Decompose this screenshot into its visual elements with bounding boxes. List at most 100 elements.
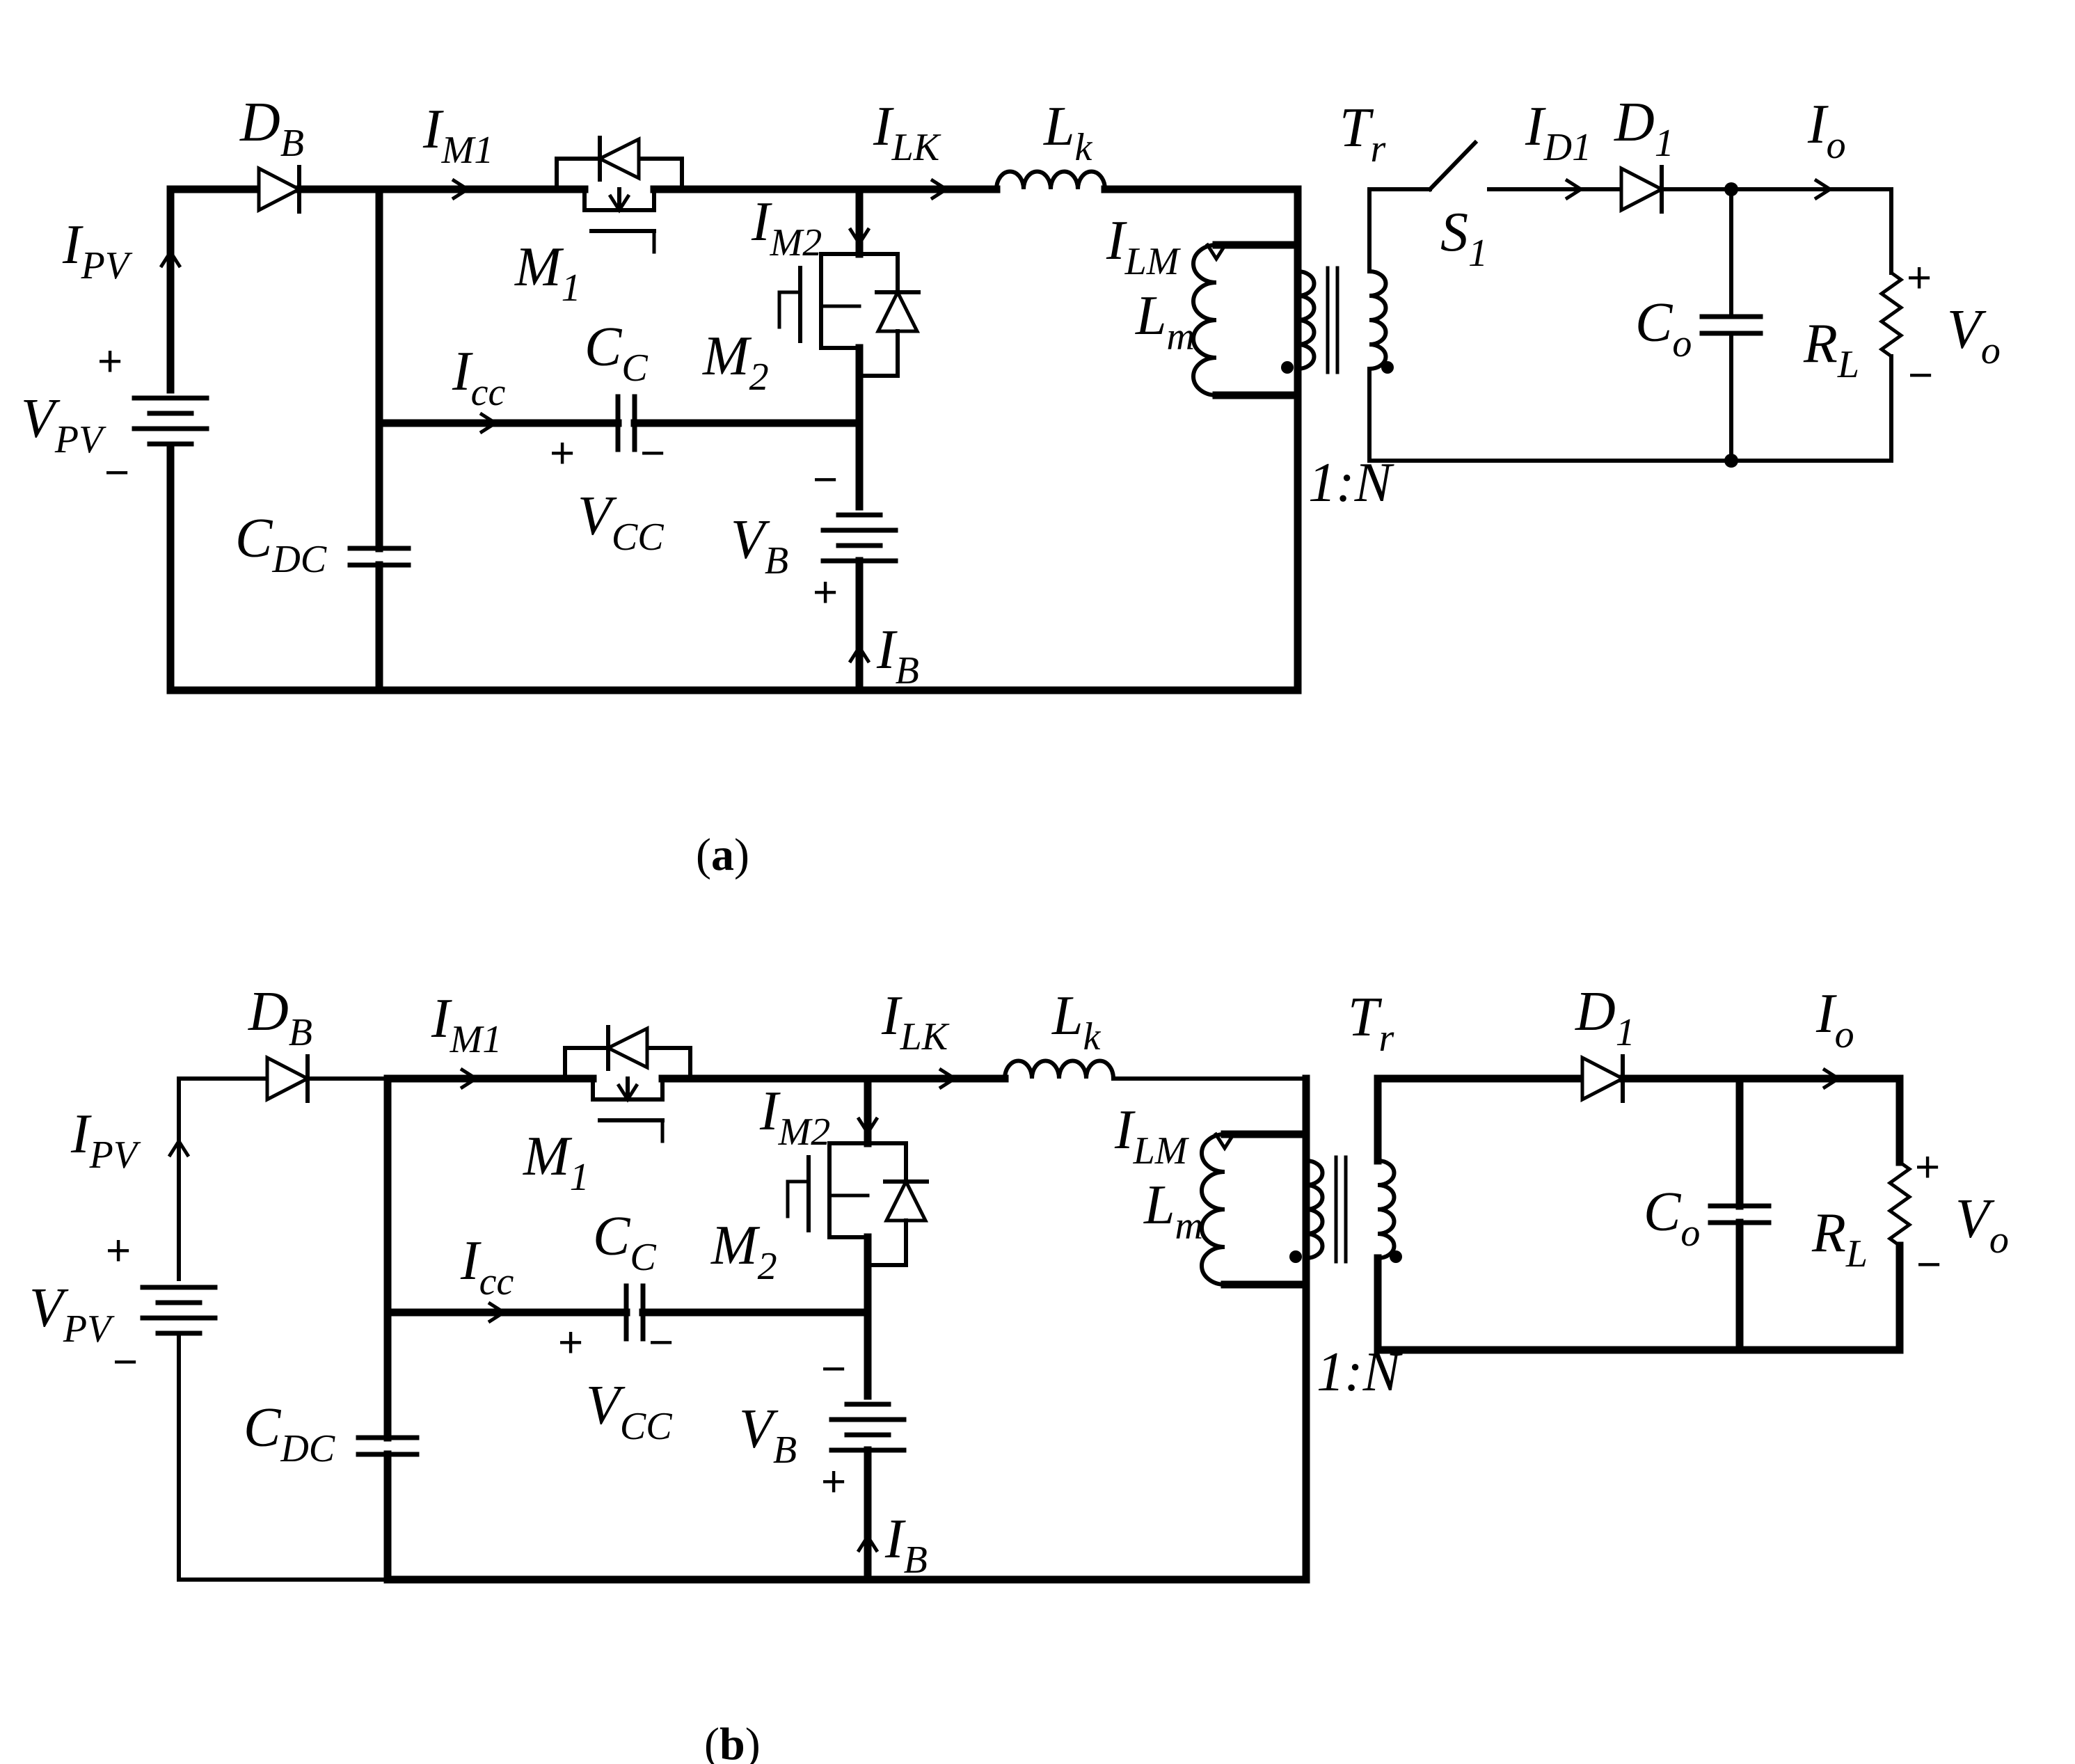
label-s1-main: S <box>1440 202 1468 263</box>
label-id1: ID1 <box>1525 96 1591 169</box>
arrow-head-icon <box>487 1301 507 1324</box>
label-ib: IB <box>884 1509 928 1582</box>
label-lm-sub: m <box>1167 315 1195 358</box>
label-io-sub: o <box>1827 124 1846 167</box>
battery-vb <box>820 512 898 564</box>
label-m1-main: M <box>514 237 564 298</box>
caption-letter: b <box>720 1719 745 1764</box>
label-co-sub: o <box>1672 322 1692 365</box>
label-m1-main: M <box>523 1126 573 1187</box>
label-id1-sub: D1 <box>1543 126 1591 169</box>
label-m1: M1 <box>514 237 581 310</box>
resistor-rl <box>1878 271 1905 358</box>
label-s1-sub: 1 <box>1468 232 1488 275</box>
panel-caption: (a) <box>696 829 749 880</box>
label-im1-main: I <box>422 99 444 160</box>
transformer-secondary <box>1369 269 1388 371</box>
label-vpv-sub: PV <box>54 418 106 461</box>
label-m1-sub: 1 <box>562 267 581 310</box>
arrow-head-icon <box>159 248 182 269</box>
label-ipv-sub: PV <box>89 1134 141 1177</box>
label-ib-sub: B <box>896 649 919 692</box>
inductor-lm-coil <box>1191 243 1217 397</box>
label-im2: IM2 <box>751 191 822 264</box>
pv-minus-sign: − <box>104 449 129 497</box>
label-s1: S1 <box>1440 202 1488 275</box>
label-im2-main: I <box>759 1081 781 1142</box>
wire <box>857 329 900 378</box>
capacitor-cc <box>601 394 651 452</box>
inductor-lm <box>1191 243 1217 397</box>
label-lk-main: L <box>1043 96 1075 157</box>
arrow-head-icon <box>1205 242 1228 262</box>
label-tr-main: T <box>1348 987 1383 1048</box>
m1-body-diode <box>604 1025 649 1071</box>
pv-plus-sign: + <box>106 1227 131 1275</box>
label-ilm: ILM <box>1106 210 1182 283</box>
caption-letter: a <box>711 829 734 880</box>
label-cc-sub: C <box>621 347 648 390</box>
vb-minus-sign: − <box>813 456 838 504</box>
label-db: DB <box>239 92 304 165</box>
label-m2: M2 <box>710 1215 777 1288</box>
label-im2: IM2 <box>759 1081 830 1154</box>
arrow-head-icon <box>607 193 631 214</box>
label-im2-main: I <box>751 191 772 253</box>
arrow-head-icon <box>1213 1131 1237 1152</box>
vo-minus-sign: − <box>1916 1241 1941 1289</box>
label-ilk-sub: LK <box>900 1015 950 1058</box>
arrow-head-icon <box>856 1116 880 1136</box>
transformer-primary <box>1305 1159 1325 1260</box>
vo-plus-sign: + <box>1907 254 1932 302</box>
label-ilk: ILK <box>881 985 950 1058</box>
pv-plus-sign: + <box>97 337 122 386</box>
label-vpv-main: V <box>21 388 61 450</box>
label-io: Io <box>1807 94 1846 167</box>
wire <box>177 1333 390 1582</box>
label-lm-sub: m <box>1175 1205 1203 1248</box>
label-im2-sub: M2 <box>778 1111 831 1154</box>
resistor-rl <box>1886 1160 1913 1248</box>
label-icc-main: I <box>452 341 473 402</box>
cc-minus-sign: − <box>649 1319 674 1367</box>
label-co-sub: o <box>1680 1211 1700 1255</box>
vb-plus-sign: + <box>813 569 838 617</box>
arrow-head-icon <box>1822 1067 1842 1090</box>
label-im1-sub: M1 <box>450 1018 502 1061</box>
node-dot <box>1281 361 1294 374</box>
label-vb: VB <box>739 1399 797 1472</box>
label-cdc: CDC <box>244 1397 335 1470</box>
label-rl: RL <box>1803 313 1859 386</box>
label-rl-main: R <box>1803 313 1838 374</box>
m1-body-diode-triangle <box>604 1025 649 1071</box>
arrow-head-icon <box>167 1138 191 1158</box>
pv-battery <box>140 1285 218 1336</box>
label-ipv-main: I <box>70 1104 92 1165</box>
capacitor-cdc <box>347 419 411 694</box>
label-ipv-main: I <box>62 214 84 276</box>
wire <box>857 252 900 294</box>
label-d1: D1 <box>1614 92 1674 165</box>
transformer-secondary-coil <box>1377 1159 1397 1260</box>
arrow-head-icon <box>856 1533 880 1553</box>
m2-body-diode <box>883 1177 929 1223</box>
diode-db <box>257 165 303 214</box>
diode-d1-triangle <box>1619 165 1666 214</box>
label-m1-sub: 1 <box>570 1156 589 1199</box>
label-ib: IB <box>876 619 919 692</box>
inductor-lk <box>994 169 1107 190</box>
label-cc-main: C <box>593 1206 631 1267</box>
label-vcc-main: V <box>586 1375 626 1436</box>
label-vo-sub: o <box>1981 329 2001 372</box>
label-m2-main: M <box>702 326 752 387</box>
cc-plus-sign: + <box>558 1319 583 1367</box>
transformer-primary-coil <box>1305 1159 1325 1260</box>
wire <box>866 1141 908 1184</box>
